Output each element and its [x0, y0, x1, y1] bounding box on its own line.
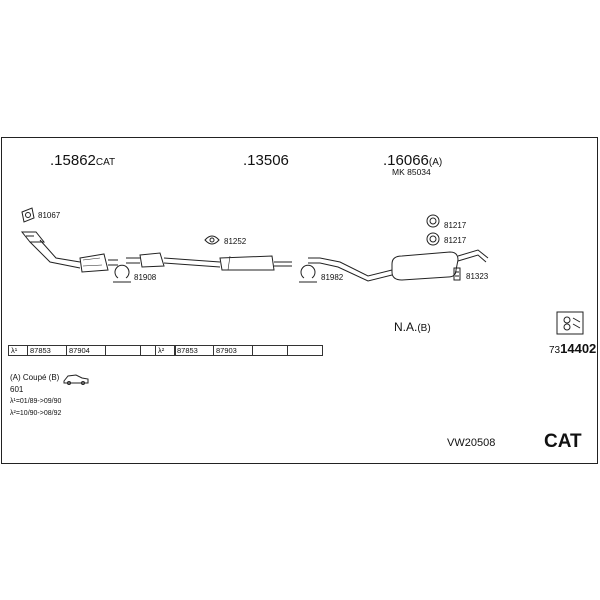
clamp-icon[interactable] — [113, 264, 131, 283]
part-number-rear-muffler[interactable]: .16066(A) — [383, 152, 443, 169]
lambda2-symbol: λ² — [155, 345, 175, 356]
middle-pipe-drawing[interactable] — [126, 252, 292, 271]
muffler-icon — [391, 251, 459, 281]
rubber-ring-icon — [426, 232, 440, 246]
cat-label: CAT — [544, 431, 582, 452]
diagram-frame — [1, 137, 598, 464]
table-cell: 87853 — [27, 345, 67, 356]
table-cell: 87903 — [213, 345, 253, 356]
rubber-hanger-icon[interactable] — [204, 235, 220, 245]
rubber-ring-icon — [426, 214, 440, 228]
hanger-icon — [453, 267, 461, 281]
part-number-middle-pipe[interactable]: .13506 — [243, 152, 289, 169]
table-cell — [287, 345, 323, 356]
label-81323: 81323 — [466, 272, 489, 281]
table-cell: 87853 — [174, 345, 214, 356]
not-available-label: N.A.(B) — [394, 320, 431, 334]
catalog-number: 7314402 — [549, 341, 597, 356]
table-cell: 87904 — [66, 345, 106, 356]
note-engine: 601 — [10, 385, 24, 394]
front-pipe-drawing[interactable] — [20, 231, 118, 273]
clamp-icon[interactable] — [299, 264, 317, 283]
table-cell — [252, 345, 288, 356]
label-81067: 81067 — [38, 211, 61, 220]
table-cell — [105, 345, 141, 356]
label-81217-b: 81217 — [444, 236, 467, 245]
lambda1-symbol: λ¹ — [8, 345, 28, 356]
gasket-icon[interactable] — [21, 207, 35, 223]
vehicle-code: VW20508 — [447, 437, 496, 449]
label-81217-a: 81217 — [444, 221, 467, 230]
note-lambda2-dates: λ²=10/90->08/92 — [10, 410, 62, 417]
mounting-kit-icon[interactable] — [556, 311, 584, 335]
rear-muffler-drawing[interactable] — [308, 249, 489, 282]
mounting-kit-label: MK 85034 — [392, 167, 431, 177]
catalytic-converter-icon — [79, 253, 109, 273]
lambda1-table: λ¹ 87853 87904 — [8, 345, 176, 356]
label-81982: 81982 — [321, 273, 344, 282]
note-lambda1-dates: λ¹=01/89->09/90 — [10, 398, 62, 405]
label-81908: 81908 — [134, 273, 157, 282]
car-icon — [63, 374, 89, 385]
label-81252: 81252 — [224, 237, 247, 246]
lambda2-table: λ² 87853 87903 — [155, 345, 323, 356]
note-variants: (A) Coupé (B) — [10, 373, 60, 382]
part-number-front-pipe[interactable]: .15862CAT — [50, 152, 116, 169]
